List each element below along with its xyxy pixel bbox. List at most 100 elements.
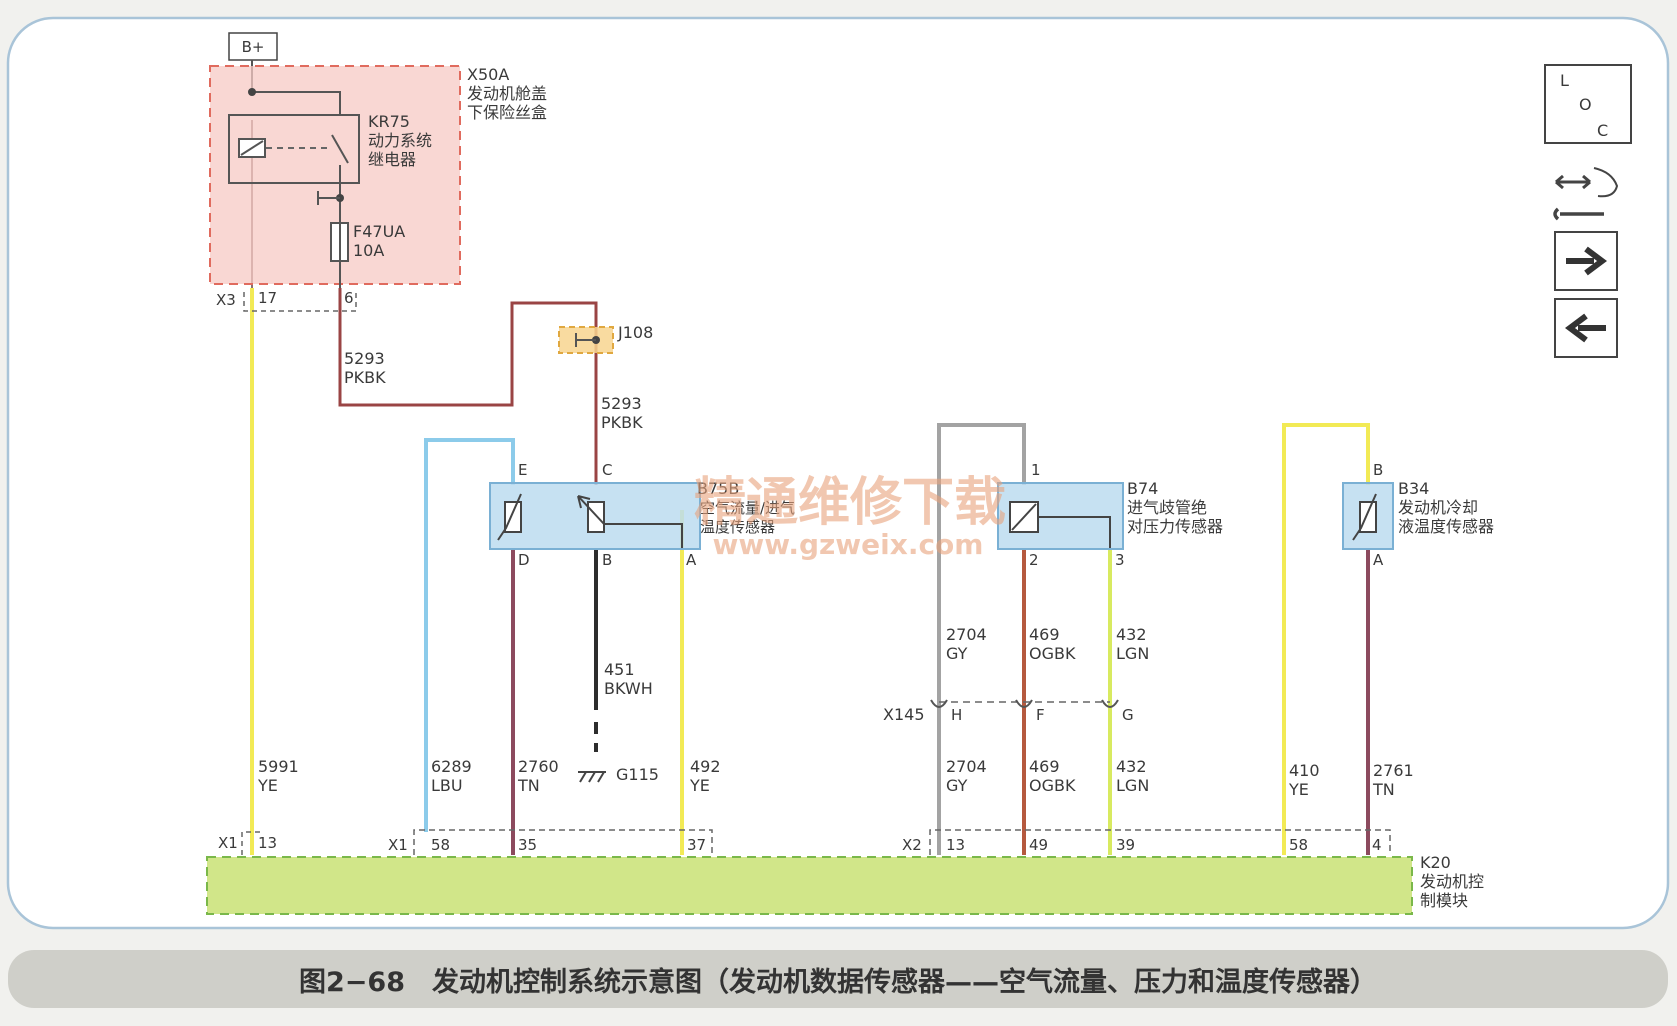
x145-pin-h: H [951,706,962,724]
connector-x3-label: X3 [216,291,236,309]
b75b-pin-a: A [686,551,697,569]
relay-id: KR75 [368,112,410,131]
wire-451-color: BKWH [604,679,653,698]
connector-x1-b-label: X1 [388,836,408,854]
loc-box [1544,64,1632,144]
b75b-pin-d: D [518,551,530,569]
wire-451-number: 451 [604,660,635,679]
connector-x2-pin-4: 4 [1372,836,1382,854]
connector-x1-b [413,829,713,855]
b74-signal [1038,516,1111,548]
wire-6289-number: 6289 [431,757,472,776]
connector-x1-pin-37: 37 [687,836,706,854]
wire-432-upper-color: LGN [1116,644,1149,663]
connector-x3 [243,292,357,312]
b74-pin-3: 3 [1115,551,1125,569]
loc-letter-c: C [1597,121,1608,140]
fuse-id: F47UA [353,222,405,241]
x145-socket-f [1015,699,1033,708]
ecm-name-1: 发动机控 [1420,872,1484,891]
wire-432-lower-color: LGN [1116,776,1149,795]
b-plus-label: B+ [242,38,265,56]
splice-tap-icon [575,333,596,347]
b75b-pin-b: B [602,551,612,569]
b75b-thermistor-d [504,501,522,533]
arrow-right-icon [1566,246,1607,276]
b74-name-1: 进气歧管绝 [1127,498,1207,517]
wire-5293-top-color: PKBK [344,368,386,387]
b75b-return-a [604,523,683,548]
relay-kr75 [228,114,360,184]
connector-x1-pin-35: 35 [518,836,537,854]
wire-5991-color: YE [257,776,278,795]
figure-caption: 图2−68 发动机控制系统示意图（发动机数据传感器——空气流量、压力和温度传感器… [299,966,1377,998]
b75b-id: B75B [697,479,739,498]
x145-pin-g: G [1122,706,1134,724]
wire-2704-upper-color: GY [946,644,968,663]
b34-pin-a: A [1373,551,1384,569]
wire-2704-gy [937,423,1026,855]
wire-469-upper-number: 469 [1029,625,1060,644]
b74-name-2: 对压力传感器 [1127,517,1223,536]
relay-name-2: 继电器 [368,150,416,169]
next-arrow-button[interactable] [1554,231,1618,291]
b34-id: B34 [1398,479,1429,498]
wire-410-number: 410 [1289,761,1320,780]
connector-x3-pin-17: 17 [258,289,277,307]
caption-bar [8,950,1668,1008]
b-plus-box [228,32,278,61]
prev-arrow-button[interactable] [1554,298,1618,358]
ecm-name-2: 制模块 [1420,891,1468,910]
fuse-rating: 10A [353,241,384,260]
wire-469-lower-number: 469 [1029,757,1060,776]
wire-469-lower-color: OGBK [1029,776,1076,795]
relay-tap-icon [317,191,340,205]
connector-x2 [929,829,1391,855]
b75b-element-b [587,501,605,533]
relay-switch-icon [331,134,349,164]
fuse-box-name-2: 下保险丝盒 [467,103,547,122]
b34-name-1: 发动机冷却 [1398,498,1478,517]
relay-supply-loop [252,91,341,115]
hand-tool-icon [1553,167,1619,221]
x145-pin-f: F [1036,706,1045,724]
ecm-k20 [206,856,1413,915]
b34-name-2: 液温度传感器 [1398,517,1494,536]
connector-x1-pin-58: 58 [431,836,450,854]
watermark-url: www.gzweix.com [713,528,984,561]
wire-432-upper-number: 432 [1116,625,1147,644]
ecm-id: K20 [1420,853,1451,872]
wire-6289-color: LBU [431,776,463,795]
wire-2704-lower-color: GY [946,776,968,795]
b34-thermistor-slash [1352,493,1377,541]
connector-x2-pin-39: 39 [1116,836,1135,854]
connector-x2-pin-13: 13 [946,836,965,854]
b75b-pin-c: C [602,461,612,479]
connector-x1-a-label: X1 [218,834,238,852]
wire-2761-color: TN [1372,780,1395,799]
wire-5991-number: 5991 [258,757,299,776]
b74-id: B74 [1127,479,1158,498]
b75b-pin-e: E [518,461,527,479]
wire-469-upper-color: OGBK [1029,644,1076,663]
fuse-box-id: X50A [467,65,509,84]
b34-thermistor [1359,501,1377,533]
wire-432-lower-number: 432 [1116,757,1147,776]
relay-coil-slash [240,140,264,156]
b74-element-slash [1011,503,1037,531]
x145-socket-h [930,699,948,708]
b75b-name-2: 温度传感器 [700,518,775,536]
ground-g115-icon [578,771,606,783]
wire-5293-bottom-number: 5293 [601,394,642,413]
connector-x1-a [241,831,262,855]
wire-410-ye [1282,423,1370,855]
b75b-thermistor-d-slash [497,493,522,541]
wire-5293-top-number: 5293 [344,349,385,368]
wire-6289-lbu [424,438,515,832]
b34-pin-b: B [1373,461,1383,479]
relay-node [248,88,256,96]
fuse-box-name-1: 发动机舱盖 [467,84,547,103]
b74-pin-1: 1 [1031,461,1041,479]
relay-name-1: 动力系统 [368,131,432,150]
